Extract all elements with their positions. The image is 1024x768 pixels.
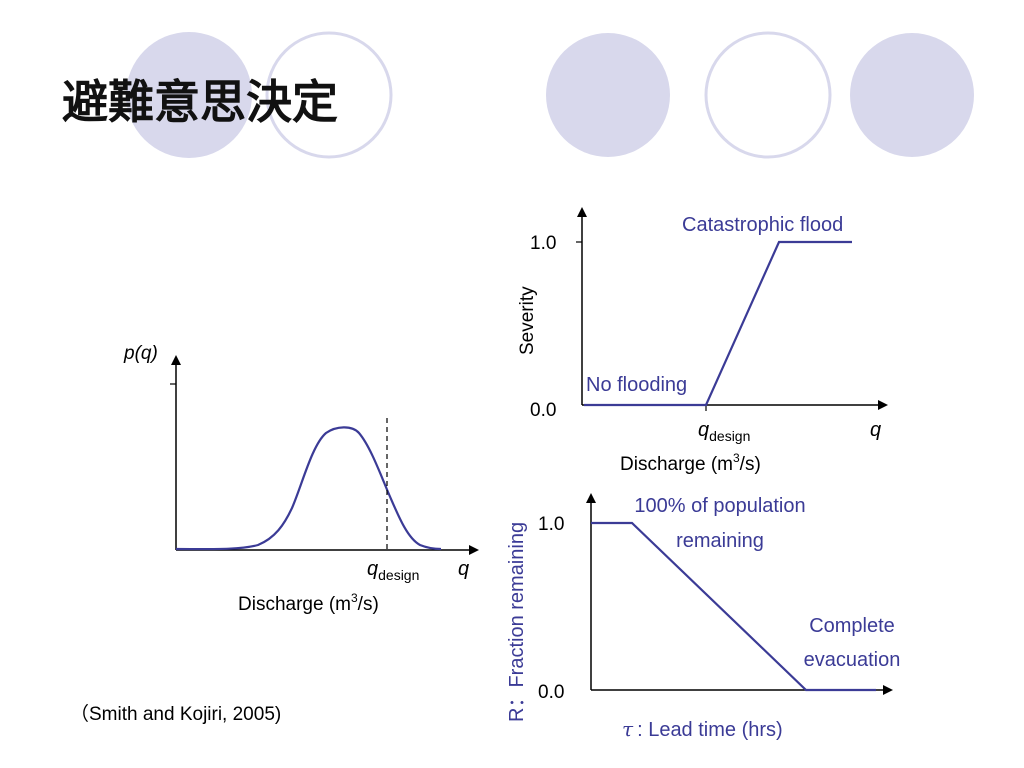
decorative-discs (126, 31, 974, 159)
pdf-chart: p(q) qdesign q Discharge (m3/s) (123, 343, 479, 615)
severity-chart: 1.0 0.0 Severity Catastrophic flood No f… (517, 207, 888, 475)
evac-x-label: τ: Lead time (hrs) (622, 717, 783, 741)
disc-filled-right (850, 33, 974, 157)
no-flooding-label: No flooding (586, 374, 687, 396)
population-remaining-label-line1: 100% of population (634, 495, 805, 517)
pdf-x-label: Discharge (m3/s) (238, 591, 379, 615)
evac-tick-top-label: 1.0 (538, 514, 564, 535)
population-remaining-label-line2: remaining (676, 530, 764, 552)
pdf-q-design-label: qdesign (367, 558, 419, 583)
severity-x-label: Discharge (m3/s) (620, 451, 761, 475)
severity-tick-top-label: 1.0 (530, 233, 556, 254)
citation: （Smith and Kojiri, 2005) (70, 703, 281, 725)
pdf-y-label: p(q) (123, 343, 158, 364)
severity-curve (584, 240, 852, 407)
severity-tick-bottom-label: 0.0 (530, 400, 556, 421)
severity-q-design-label: qdesign (698, 419, 750, 444)
disc-filled-mid (546, 33, 670, 157)
catastrophic-flood-label: Catastrophic flood (682, 214, 843, 236)
pdf-q-axis-label: q (458, 558, 469, 580)
pdf-curve (175, 426, 442, 551)
evac-tick-bottom-label: 0.0 (538, 682, 564, 703)
severity-q-axis-label: q (870, 419, 881, 441)
complete-evacuation-label-line1: Complete (809, 615, 895, 637)
evac-y-label: R：Fraction remaining (506, 522, 528, 722)
evacuation-chart: 1.0 0.0 R：Fraction remaining 100% of pop… (506, 493, 901, 741)
complete-evacuation-label-line2: evacuation (804, 649, 901, 671)
disc-outline-left (265, 31, 393, 159)
disc-outline-right (704, 31, 832, 159)
severity-y-label: Severity (517, 286, 538, 355)
evac-curve (591, 521, 876, 692)
slide-title: 避難意思決定 (62, 75, 338, 129)
disc-filled-left (126, 32, 252, 158)
